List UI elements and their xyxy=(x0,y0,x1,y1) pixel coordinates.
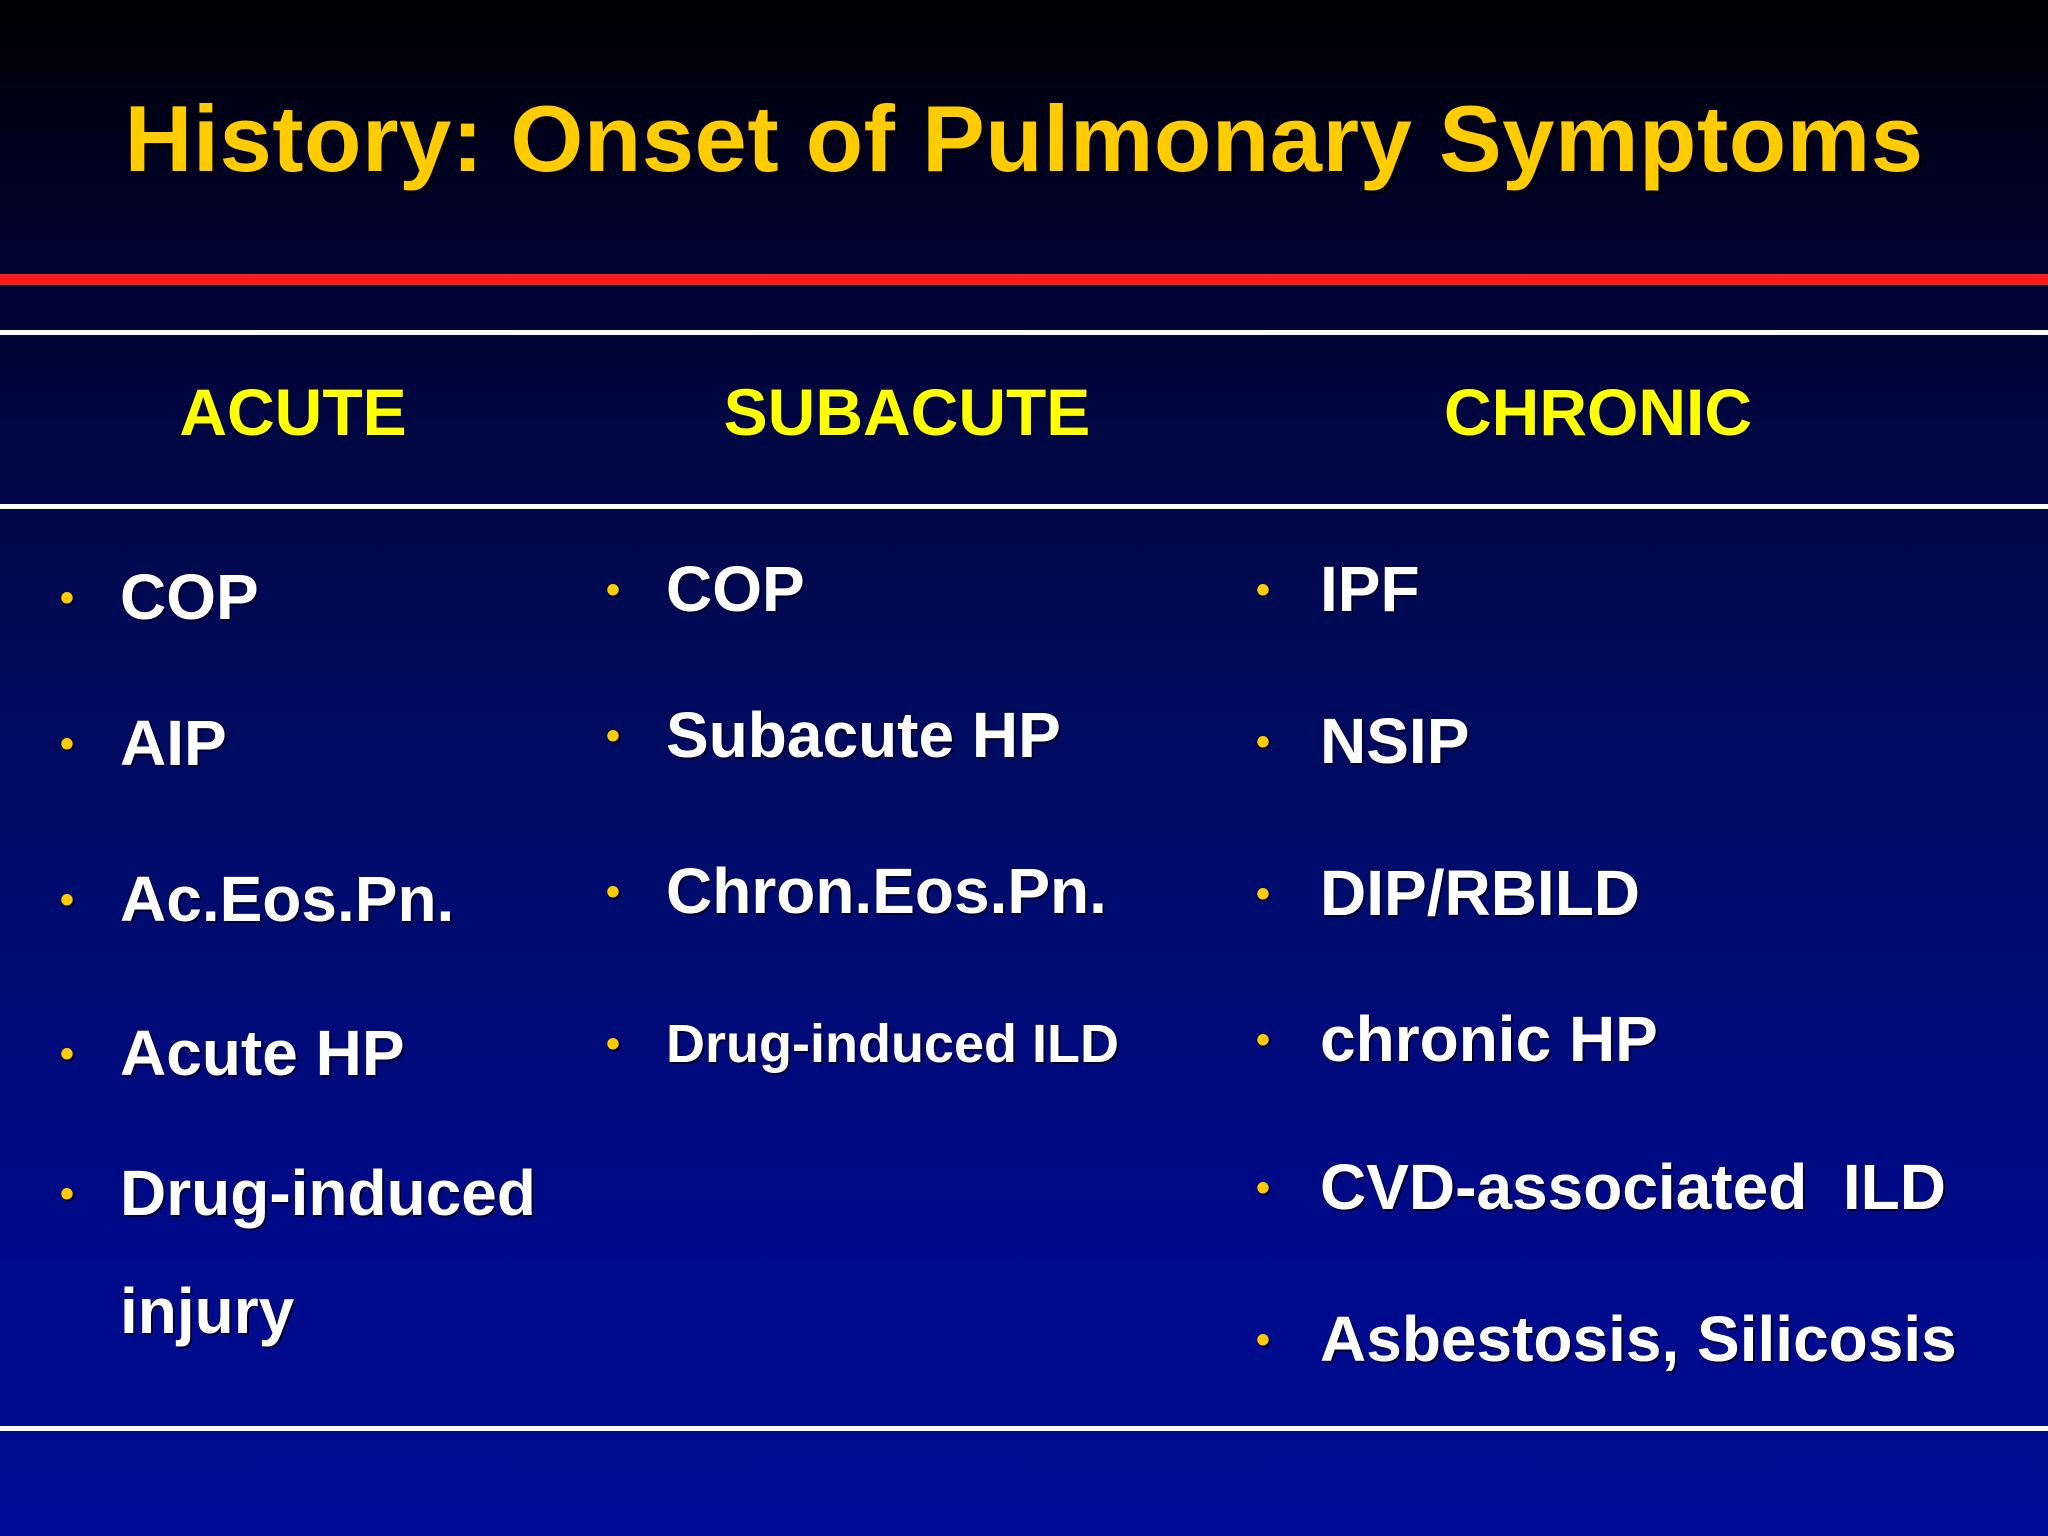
bullet-icon: • xyxy=(60,1032,75,1076)
list-item-label: IPF xyxy=(1320,553,1420,625)
header-bottom-rule xyxy=(0,504,2048,509)
table-top-rule xyxy=(0,330,2048,335)
list-item-label: NSIP xyxy=(1320,705,1470,777)
list-item-label: Drug-induced xyxy=(120,1157,536,1229)
list-item-label: AIP xyxy=(120,707,227,779)
bullet-icon: • xyxy=(606,714,621,758)
table-bottom-rule xyxy=(0,1426,2048,1431)
column-header-chronic: CHRONIC xyxy=(1444,375,1752,449)
list-item-label: DIP/RBILD xyxy=(1320,857,1640,929)
list-item-label: Drug-induced ILD xyxy=(666,1014,1119,1074)
list-item-label: COP xyxy=(120,561,259,633)
bullet-icon: • xyxy=(1256,720,1271,764)
bullet-icon: • xyxy=(60,878,75,922)
bullet-icon: • xyxy=(606,568,621,612)
list-item-label: Asbestosis, Silicosis xyxy=(1320,1303,1957,1375)
bullet-icon: • xyxy=(60,722,75,766)
red-divider xyxy=(0,274,2048,285)
list-item-label: COP xyxy=(666,553,805,625)
bullet-icon: • xyxy=(1256,1166,1271,1210)
bullet-icon: • xyxy=(606,1022,621,1066)
list-item-label: Chron.Eos.Pn. xyxy=(666,855,1107,927)
bullet-icon: • xyxy=(1256,568,1271,612)
list-item-label: chronic HP xyxy=(1320,1003,1658,1075)
bullet-icon: • xyxy=(606,870,621,914)
column-header-acute: ACUTE xyxy=(179,375,407,449)
list-item-label: Ac.Eos.Pn. xyxy=(120,863,455,935)
slide-title: History: Onset of Pulmonary Symptoms xyxy=(124,86,1924,191)
bullet-icon: • xyxy=(1256,1318,1271,1362)
list-item-label: CVD-associated ILD xyxy=(1320,1151,1946,1223)
list-item-label: Subacute HP xyxy=(666,699,1061,771)
list-item-label: Acute HP xyxy=(120,1017,405,1089)
bullet-icon: • xyxy=(60,576,75,620)
bullet-icon: • xyxy=(1256,872,1271,916)
bullet-icon: • xyxy=(60,1172,75,1216)
bullet-icon: • xyxy=(1256,1018,1271,1062)
list-item-label: injury xyxy=(120,1275,295,1347)
column-header-subacute: SUBACUTE xyxy=(723,375,1091,449)
